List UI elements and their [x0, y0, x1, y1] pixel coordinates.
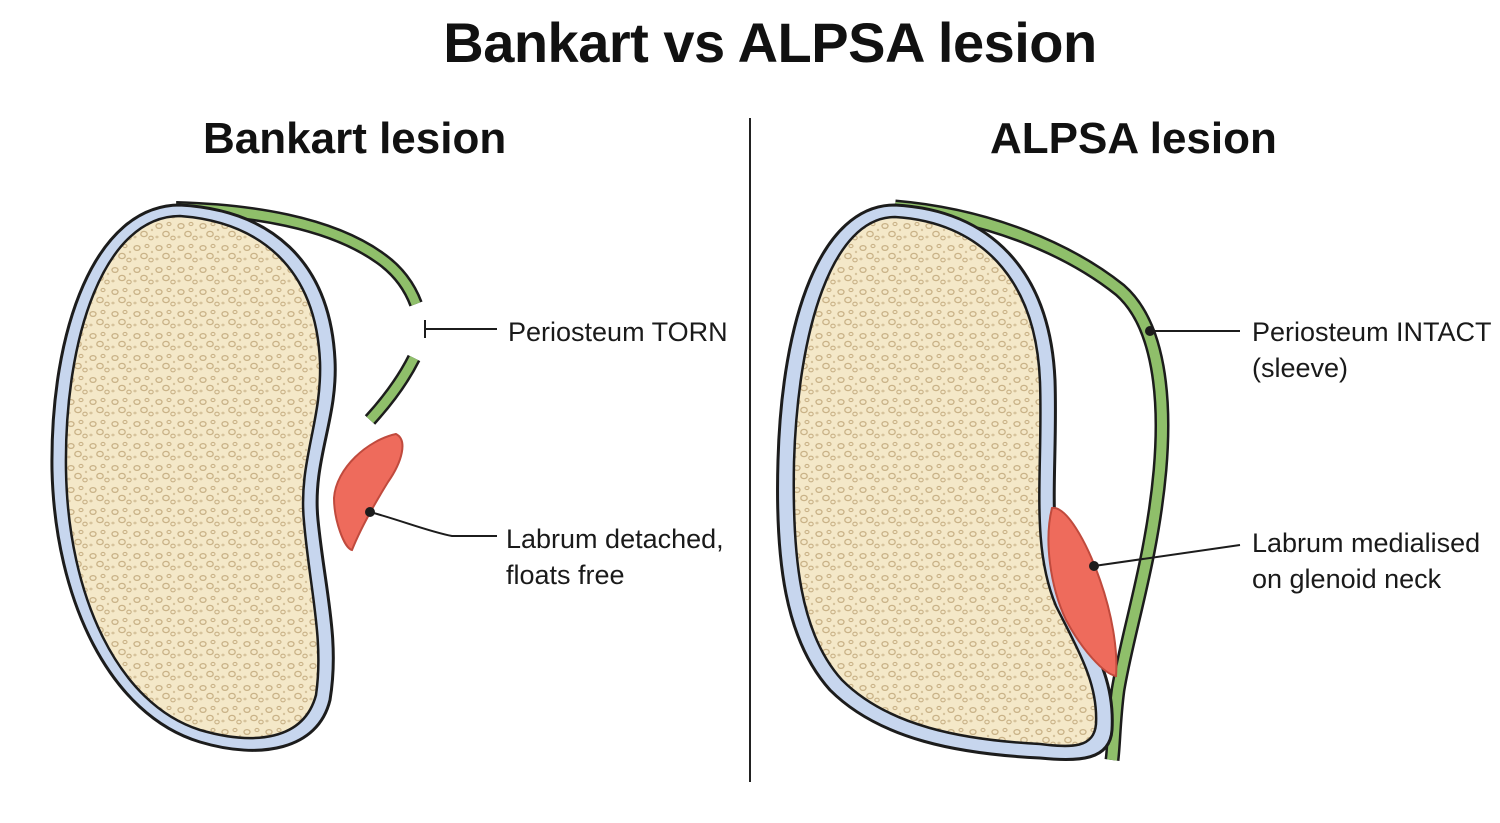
divider-line	[749, 118, 751, 782]
bankart-bone	[64, 214, 322, 740]
alpsa-glenoid	[776, 199, 1170, 761]
labrum-detached-label: Labrum detached, floats free	[506, 524, 724, 590]
labrum-medialised-label: Labrum medialised on glenoid neck	[1252, 528, 1481, 594]
main-title: Bankart vs ALPSA lesion	[443, 11, 1097, 74]
alpsa-bone	[792, 215, 1098, 748]
bankart-panel-title: Bankart lesion	[203, 114, 507, 163]
periosteum-torn-label: Periosteum TORN	[508, 317, 728, 347]
bankart-leader-lines	[365, 320, 497, 537]
alpsa-leader-lines	[1089, 326, 1241, 571]
alpsa-labrum	[1047, 506, 1118, 678]
periosteum-intact-label: Periosteum INTACT (sleeve)	[1252, 317, 1492, 383]
bankart-labrum	[332, 432, 404, 552]
bankart-glenoid	[50, 201, 423, 752]
alpsa-panel-title: ALPSA lesion	[990, 114, 1277, 163]
